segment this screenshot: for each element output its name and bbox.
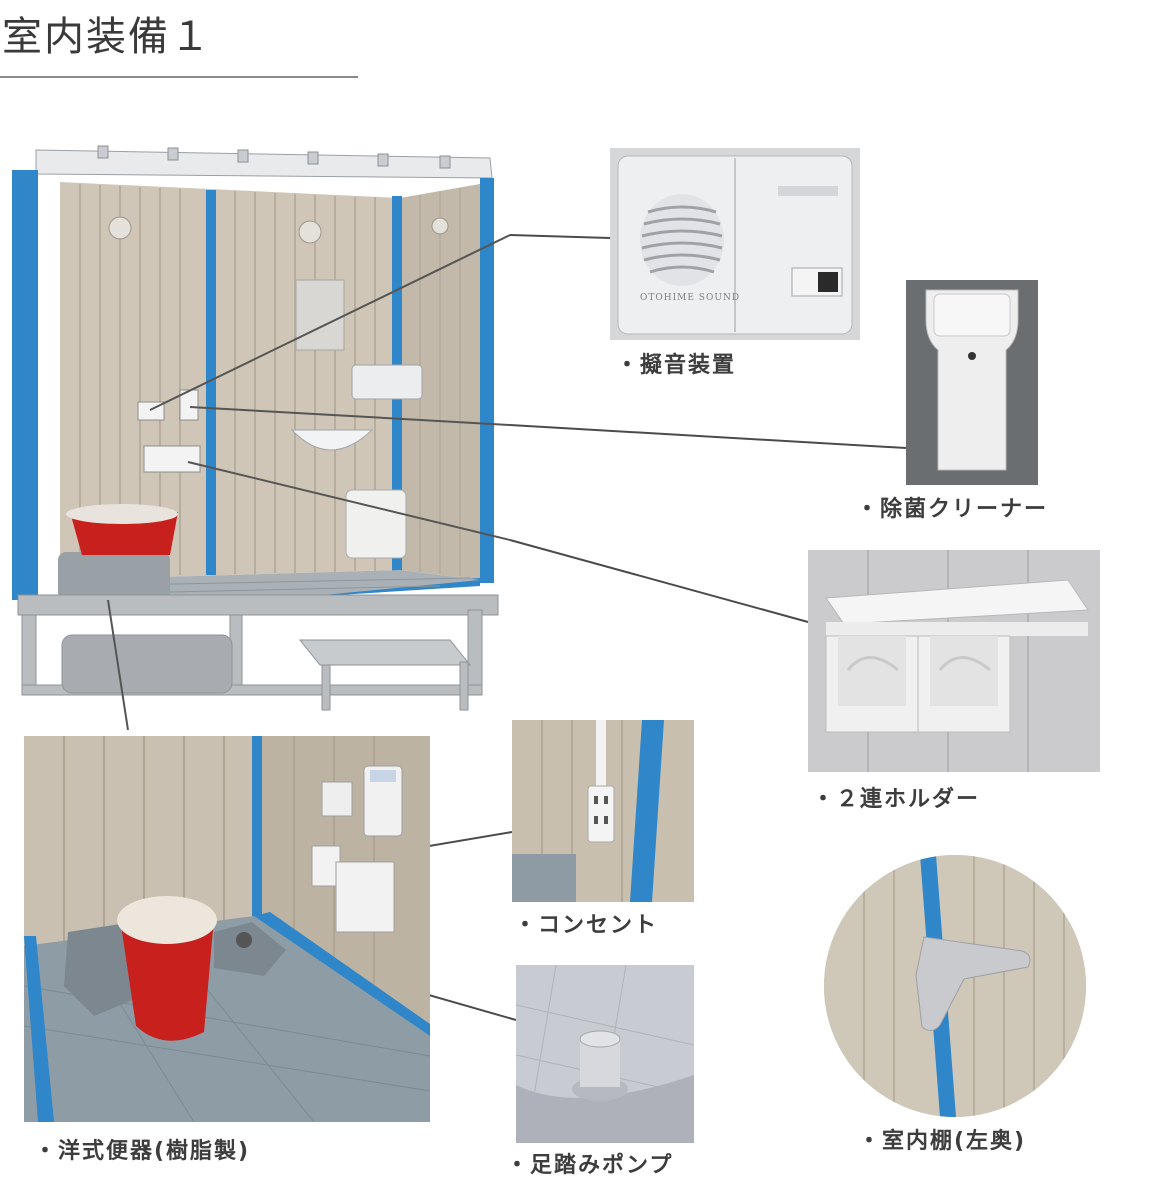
foot-pump-label: ・足踏みポンプ [506,1153,674,1178]
toilet-cabin-illustration [0,140,510,730]
sound-device-photo: OTOHIME SOUND [610,148,860,340]
foot-pump-photo [516,965,694,1143]
double-holder-label: ・２連ホルダー [812,787,981,812]
sound-device-label: ・擬音装置 [616,353,737,378]
indoor-shelf-photo [824,855,1086,1117]
western-toilet-label: ・洋式便器(樹脂製) [34,1139,251,1164]
indoor-shelf-label: ・室内棚(左奥) [858,1129,1027,1154]
title-divider [0,76,358,78]
double-holder-photo [808,550,1100,772]
sound-device-brand: OTOHIME SOUND [640,293,741,303]
sanitizer-photo [906,280,1038,485]
outlet-label: ・コンセント [514,913,659,938]
outlet-photo [512,720,694,902]
page-title: 室内装備１ [2,14,212,60]
western-toilet-photo [24,736,430,1122]
sanitizer-label: ・除菌クリーナー [856,497,1049,522]
